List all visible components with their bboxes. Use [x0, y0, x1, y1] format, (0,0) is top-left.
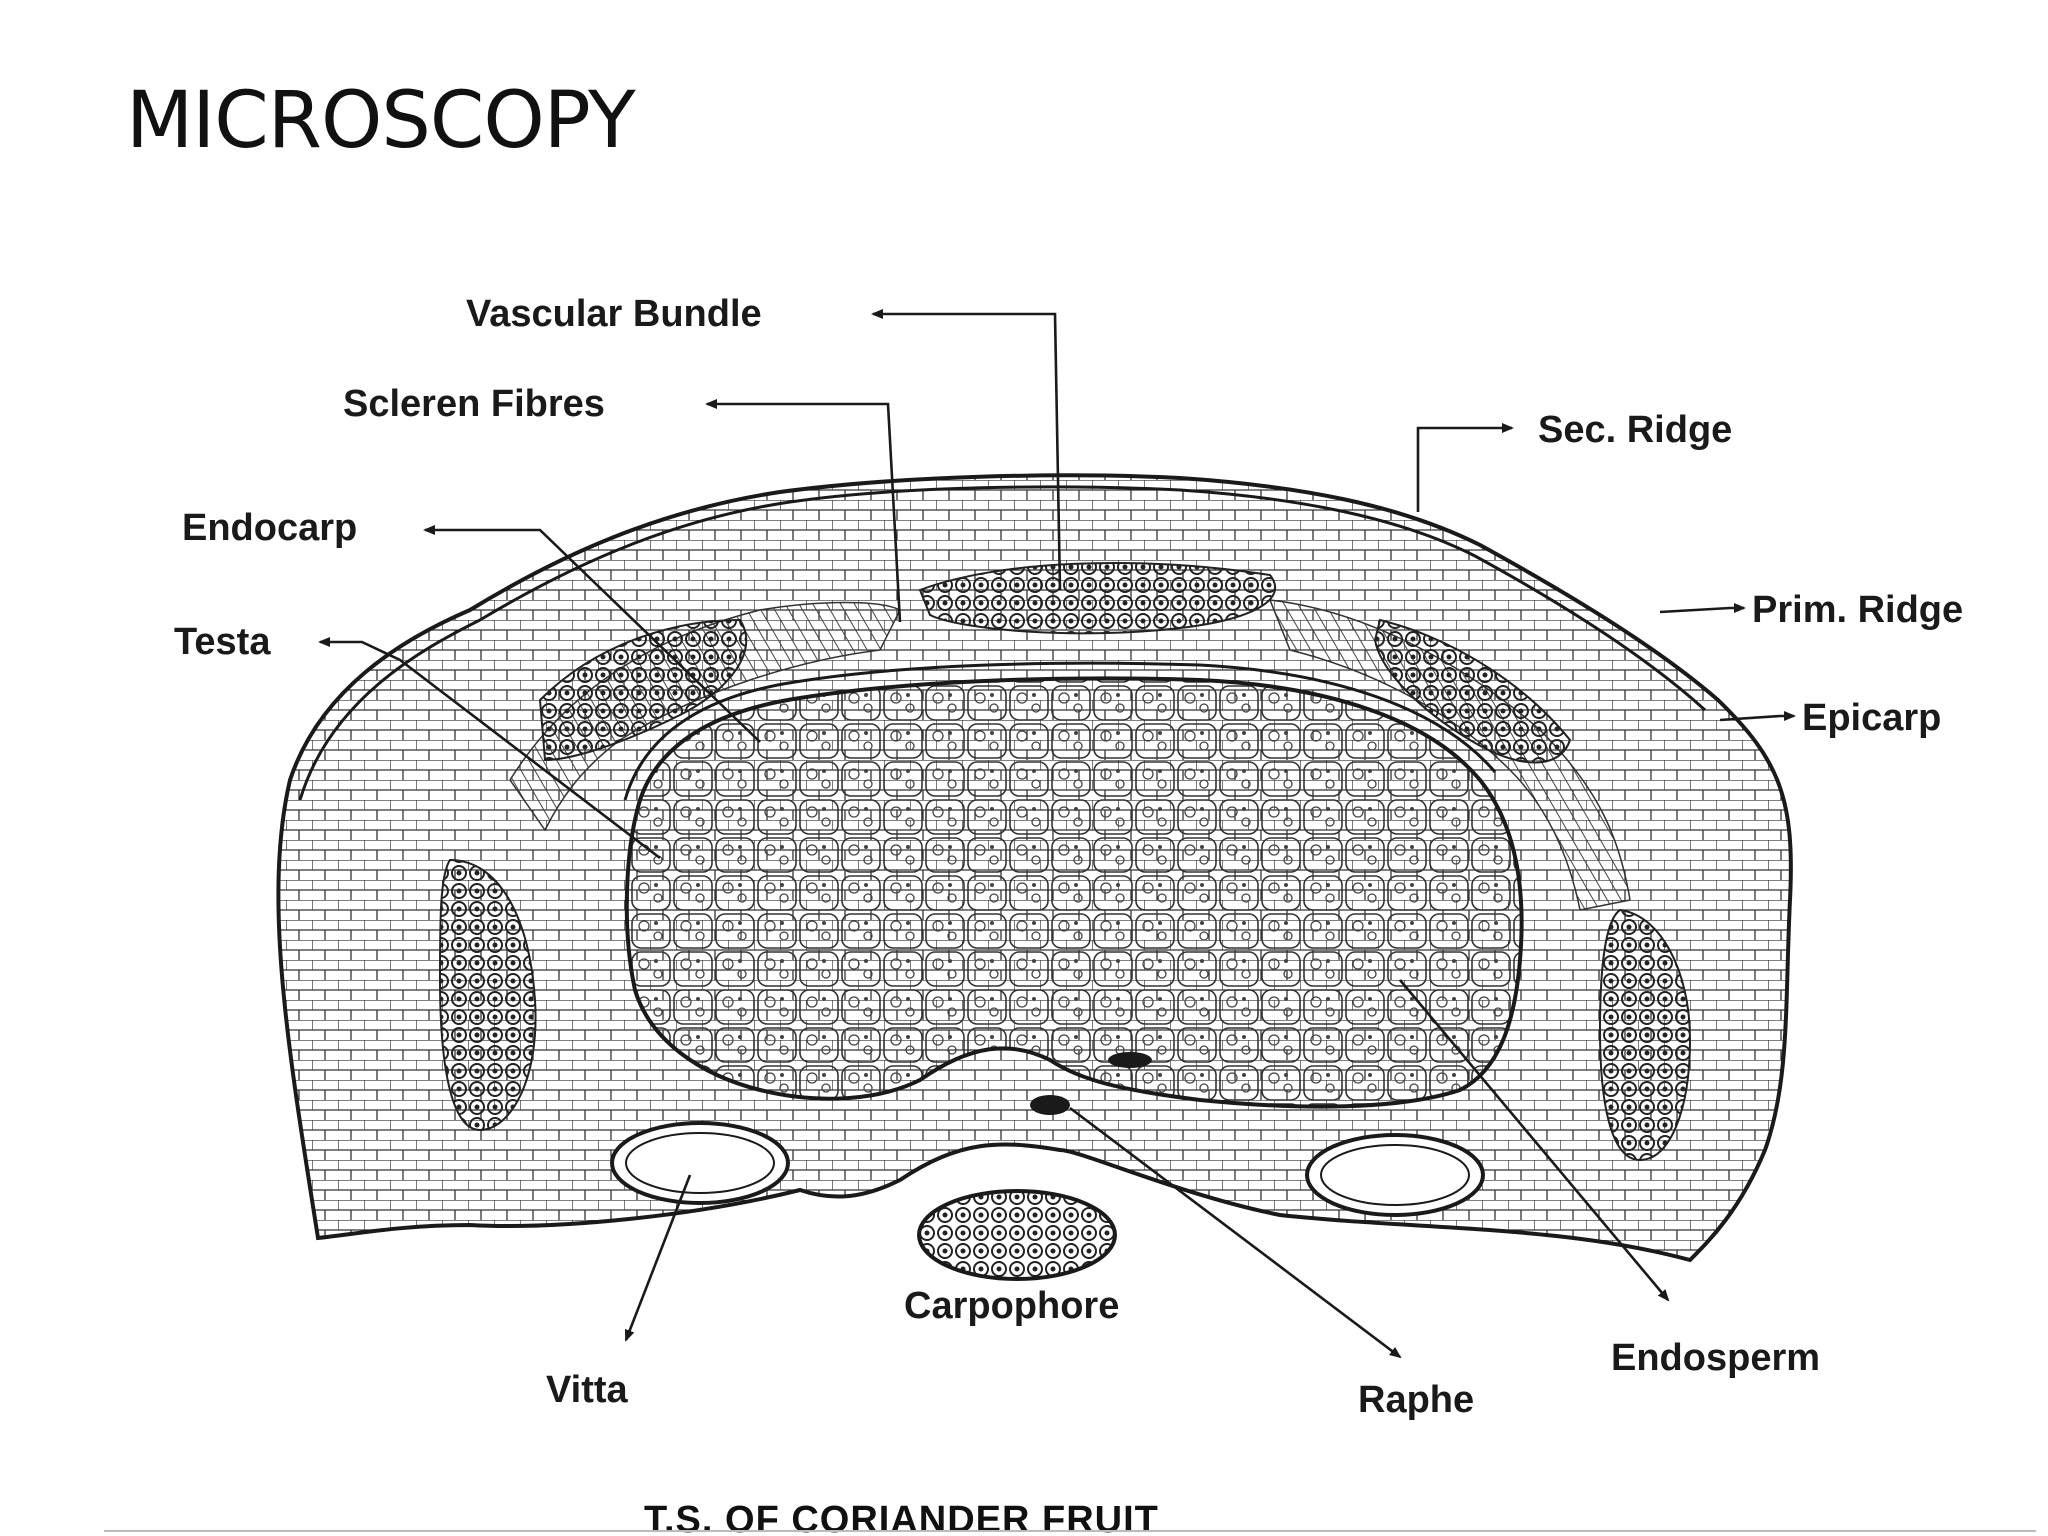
label-testa: Testa — [174, 621, 271, 663]
labels: Vascular Bundle Scleren Fibres Endocarp … — [174, 293, 1963, 1421]
label-scleren-fibres: Scleren Fibres — [343, 383, 605, 425]
vascular-clusters — [438, 562, 1692, 1162]
label-prim-ridge: Prim. Ridge — [1752, 589, 1963, 631]
leader-lines — [318, 309, 1796, 1359]
label-carpophore: Carpophore — [904, 1285, 1119, 1327]
label-raphe: Raphe — [1358, 1379, 1474, 1421]
label-vitta: Vitta — [546, 1369, 629, 1411]
label-sec-ridge: Sec. Ridge — [1538, 409, 1732, 451]
vittae — [610, 1121, 1485, 1217]
label-endosperm: Endosperm — [1611, 1337, 1820, 1379]
label-epicarp: Epicarp — [1802, 697, 1941, 739]
endosperm-body — [623, 661, 1524, 1109]
label-vascular-bundle: Vascular Bundle — [466, 293, 762, 335]
label-endocarp: Endocarp — [182, 507, 357, 549]
slide-title: MICROSCOPY — [126, 76, 636, 166]
diagram-caption: T.S. OF CORIANDER FRUIT — [644, 1499, 1159, 1536]
raphe-and-carpophore — [917, 1052, 1152, 1281]
